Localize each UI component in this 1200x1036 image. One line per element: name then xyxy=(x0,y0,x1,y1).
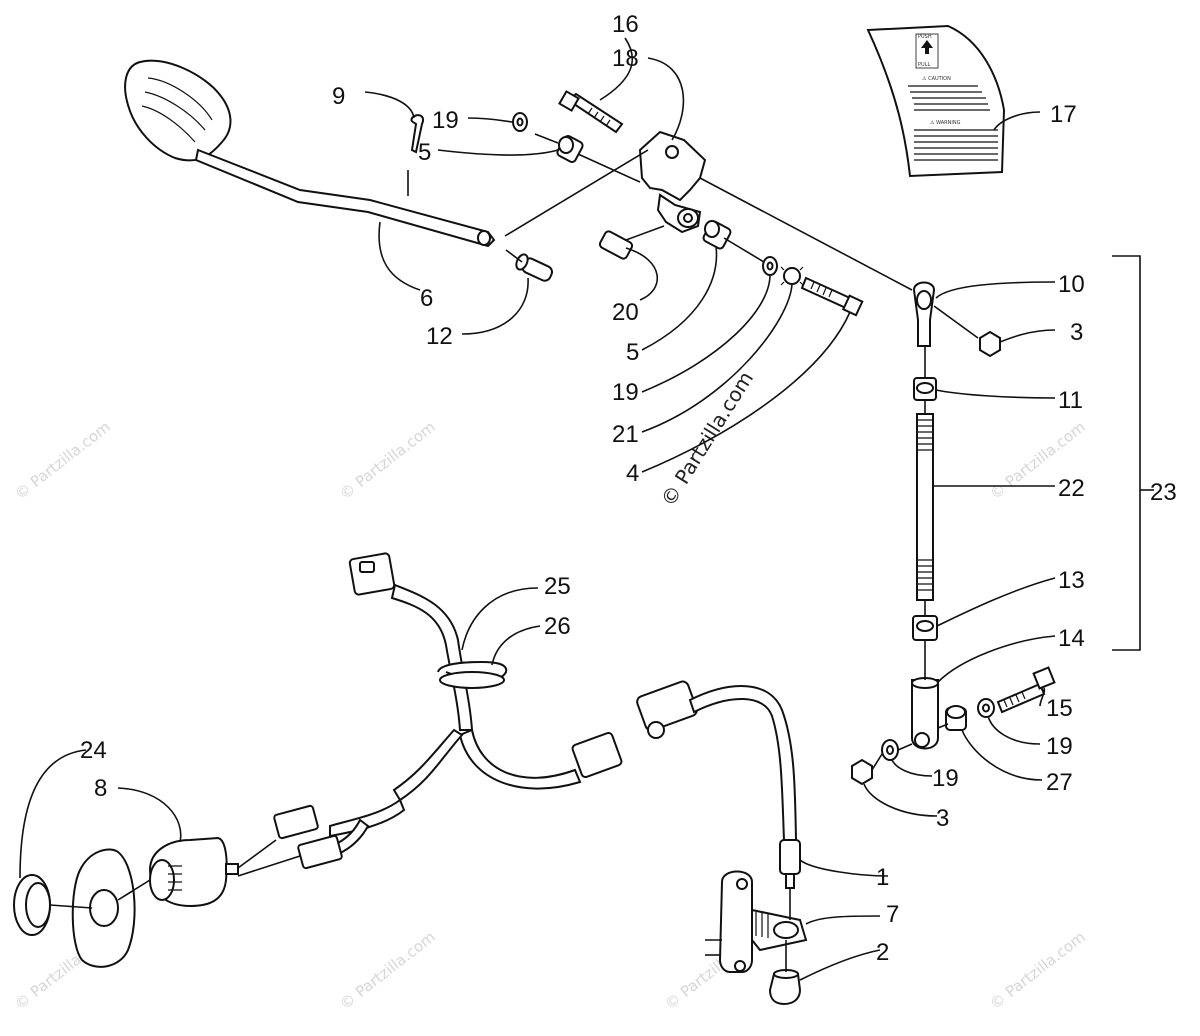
nut-part-3-top xyxy=(979,330,1001,358)
cotter-pin-part-9 xyxy=(410,114,424,154)
bushing-part-5-lower xyxy=(702,220,732,250)
callout-19-top: 19 xyxy=(432,107,459,134)
mount-bracket-part-7 xyxy=(718,870,808,973)
wiring-harness-part-25 xyxy=(273,552,623,870)
bolt-part-15 xyxy=(996,666,1056,714)
callout-15: 15 xyxy=(1046,695,1073,722)
leader-lines xyxy=(19,37,1154,981)
bracket-part-18 xyxy=(638,130,707,234)
callout-3-top: 3 xyxy=(1070,319,1083,346)
callout-18: 18 xyxy=(612,45,639,72)
callout-1: 1 xyxy=(876,864,889,891)
callout-11: 11 xyxy=(1058,387,1083,414)
decal-warning-text: ⚠ WARNING xyxy=(930,120,961,126)
key-switch-part-8 xyxy=(148,836,239,908)
callout-5-top: 5 xyxy=(418,139,431,166)
callout-26: 26 xyxy=(544,613,571,640)
bolt-part-16 xyxy=(558,90,624,134)
nut-part-3-bottom xyxy=(851,758,873,786)
callout-19-right: 19 xyxy=(1046,733,1073,760)
callout-10: 10 xyxy=(1058,271,1085,298)
decal-caution-text: ⚠ CAUTION xyxy=(922,76,951,82)
bushing-part-5-top xyxy=(556,135,584,163)
callout-19-mid: 19 xyxy=(612,379,639,406)
bushing-part-27 xyxy=(945,705,967,731)
callout-27: 27 xyxy=(1046,769,1073,796)
decal-pull-text: PULL xyxy=(918,62,930,68)
callout-20: 20 xyxy=(612,299,639,326)
switch-plate xyxy=(71,848,136,968)
arrow-up-icon xyxy=(921,40,933,54)
callout-14: 14 xyxy=(1058,625,1085,652)
rod-end-part-14 xyxy=(911,677,939,750)
callout-9: 9 xyxy=(332,83,345,110)
pin-part-20 xyxy=(598,230,634,260)
decal-push-text: PUSH xyxy=(918,34,932,40)
assembly-lines xyxy=(49,133,979,972)
callout-6: 6 xyxy=(420,285,433,312)
callout-22: 22 xyxy=(1058,475,1085,502)
decal-part-17: PUSH PULL ⚠ CAUTION ⚠ WARNING xyxy=(866,24,1006,178)
watermark: © Partzilla.com xyxy=(11,418,113,503)
callout-16: 16 xyxy=(612,11,639,38)
callout-8: 8 xyxy=(94,775,107,802)
threaded-rod-part-22 xyxy=(916,413,934,601)
callout-21: 21 xyxy=(612,421,639,448)
throttle-lever-part-6 xyxy=(124,59,496,248)
callout-2: 2 xyxy=(876,939,889,966)
bolt-part-4 xyxy=(800,276,864,317)
watermark: © Partzilla.com xyxy=(336,928,438,1013)
ring-nut-part-24 xyxy=(13,874,51,936)
lock-washer-part-21 xyxy=(783,267,801,285)
callout-25: 25 xyxy=(544,573,571,600)
callout-3-bottom: 3 xyxy=(936,805,949,832)
callout-23: 23 xyxy=(1150,479,1177,506)
callout-5-lower: 5 xyxy=(626,339,639,366)
watermark: © Partzilla.com xyxy=(336,418,438,503)
bushing-part-2 xyxy=(768,969,802,1006)
callout-12: 12 xyxy=(426,323,453,350)
pivot-pin-part-12 xyxy=(515,253,554,282)
callout-24: 24 xyxy=(80,737,107,764)
callout-19-bottom: 19 xyxy=(932,765,959,792)
callout-17: 17 xyxy=(1050,101,1077,128)
callout-4: 4 xyxy=(626,460,639,487)
switch-cable-part-1 xyxy=(636,680,801,889)
callout-13: 13 xyxy=(1058,567,1085,594)
watermark-center: © Partzilla.com xyxy=(656,367,758,511)
callout-7: 7 xyxy=(886,901,899,928)
rod-end-part-10 xyxy=(912,281,936,347)
callout-labels: 1 2 3 3 4 5 5 6 7 8 9 10 11 12 13 14 15 … xyxy=(80,11,1177,966)
watermark: © Partzilla.com xyxy=(986,928,1088,1013)
